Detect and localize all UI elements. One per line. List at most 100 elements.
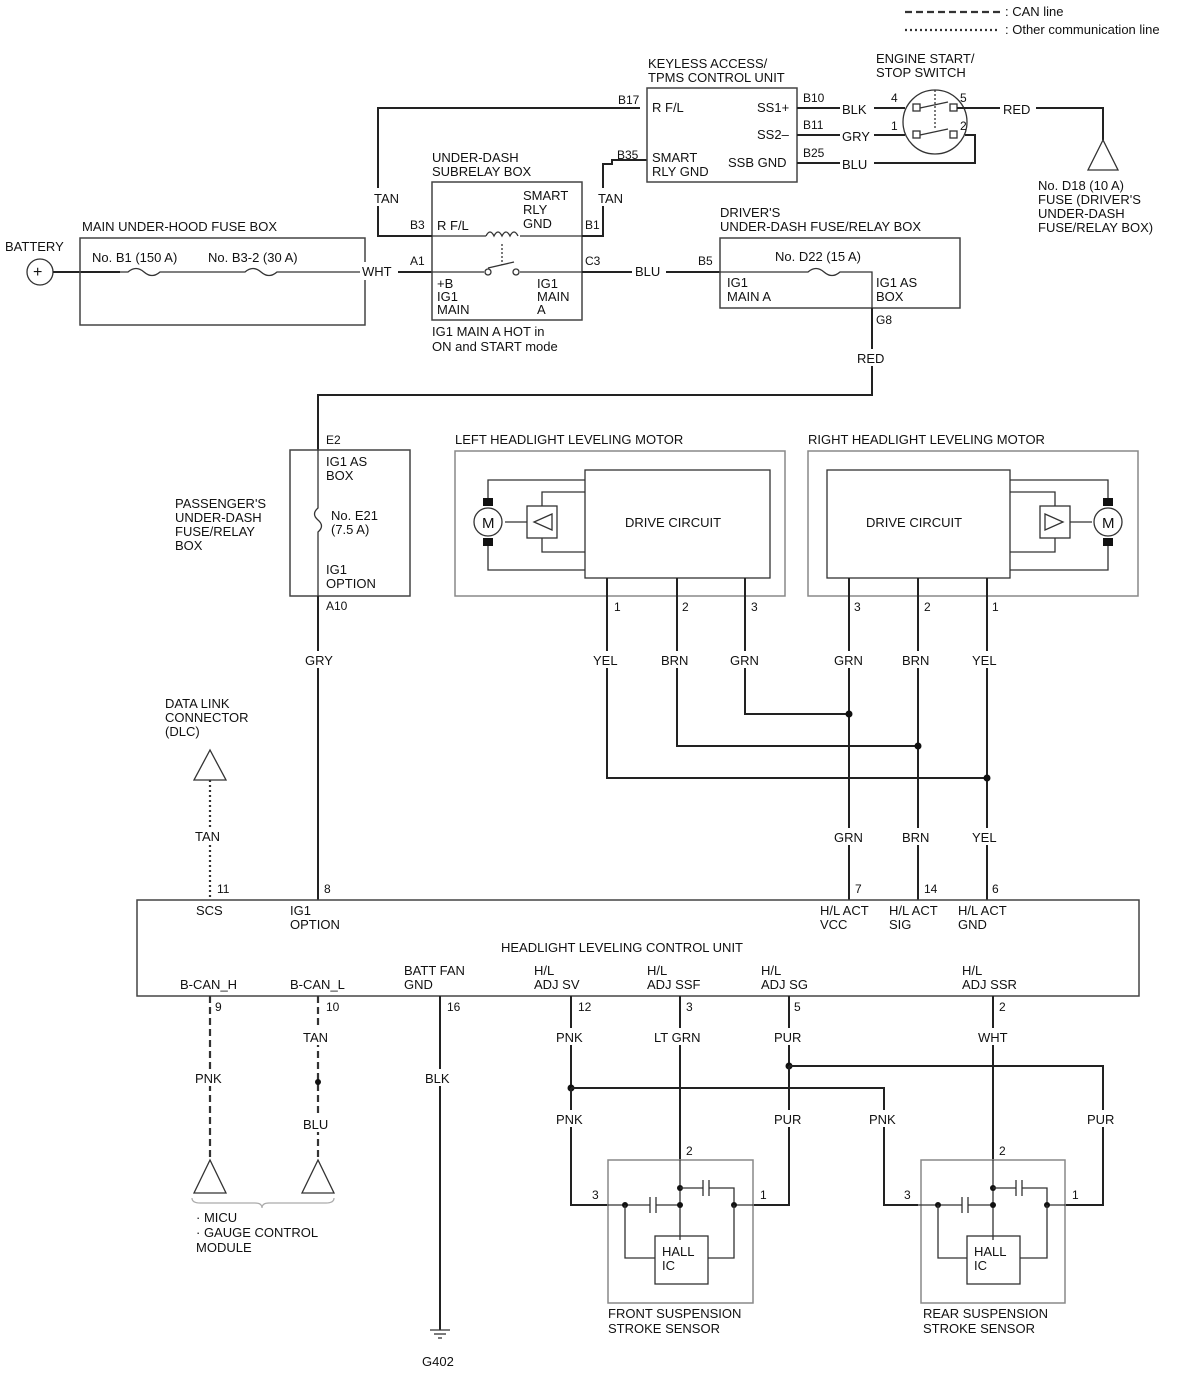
svg-text:11: 11 (217, 882, 230, 896)
svg-text:STOP SWITCH: STOP SWITCH (876, 65, 966, 80)
wire-blu-c3: BLU (635, 264, 660, 279)
wire-red-g8: RED (857, 351, 884, 366)
svg-text:B3: B3 (410, 218, 425, 232)
battery-label: BATTERY (5, 239, 64, 254)
svg-text:B11: B11 (803, 118, 824, 132)
wire-red-switch: RED (1003, 102, 1030, 117)
svg-text:B-CAN_H: B-CAN_H (180, 977, 237, 992)
front-hall-ic (654, 1235, 709, 1285)
fuse-b3-2-label: No. B3-2 (30 A) (208, 250, 298, 265)
drivers-under-dash-fuse-relay-box: DRIVER'S UNDER-DASH FUSE/RELAY BOX No. D… (719, 205, 961, 309)
right-headlight-leveling-motor: RIGHT HEADLIGHT LEVELING MOTOR DRIVE CIR… (807, 432, 1139, 597)
svg-text:WHT: WHT (362, 264, 392, 279)
dlc-terminal-icon (192, 748, 228, 781)
relay-switch-icon (487, 261, 515, 269)
svg-text:SIG: SIG (889, 917, 911, 932)
svg-text:1: 1 (891, 119, 898, 133)
svg-text:RLY GND: RLY GND (652, 164, 709, 179)
left-headlight-leveling-motor: LEFT HEADLIGHT LEVELING MOTOR DRIVE CIRC… (454, 432, 786, 597)
svg-text:R F/L: R F/L (437, 218, 469, 233)
svg-text:IG1: IG1 (437, 289, 458, 304)
svg-text:(DLC): (DLC) (165, 724, 200, 739)
svg-text:SMART: SMART (523, 188, 568, 203)
micu-terminal-icon-2 (300, 1158, 336, 1194)
wire-yel-unit: YEL (972, 830, 997, 845)
svg-text:3: 3 (854, 600, 861, 614)
front-suspension-stroke-sensor: 2 3 1 HALL IC FRONT SUSPENSION STROKE SE… (592, 1144, 767, 1336)
svg-text:ADJ SV: ADJ SV (534, 977, 580, 992)
svg-text:No. E21: No. E21 (331, 508, 378, 523)
rear-suspension-stroke-sensor: 2 3 1 HALL IC REAR SUSPENSION STROKE SEN… (904, 1144, 1079, 1336)
legend: : CAN line : Other communication line (905, 4, 1160, 37)
svg-text:7: 7 (855, 882, 862, 896)
svg-text:IG1: IG1 (290, 903, 311, 918)
wire-pnk-sv: PNK (556, 1030, 583, 1045)
svg-text:ENGINE START/: ENGINE START/ (876, 51, 975, 66)
svg-text:DRIVER'S: DRIVER'S (720, 205, 781, 220)
svg-text:STROKE SENSOR: STROKE SENSOR (923, 1321, 1035, 1336)
svg-text:2: 2 (924, 600, 931, 614)
svg-text:HEADLIGHT LEVELING CONTROL UNI: HEADLIGHT LEVELING CONTROL UNIT (501, 940, 743, 955)
svg-text:5: 5 (794, 1000, 801, 1014)
engine-start-stop-switch: ENGINE START/ STOP SWITCH 4 5 1 2 (876, 51, 975, 155)
right-motor-icon (1093, 507, 1123, 537)
svg-text:+: + (33, 264, 42, 281)
micu-gauge-module-label: · MICU · GAUGE CONTROL MODULE (196, 1210, 318, 1255)
svg-text:RLY: RLY (523, 202, 548, 217)
svg-text:UNDER-DASH: UNDER-DASH (175, 510, 262, 525)
svg-text:KEYLESS ACCESS/: KEYLESS ACCESS/ (648, 56, 768, 71)
wire-wht-ssr: WHT (978, 1030, 1008, 1045)
svg-text:FRONT SUSPENSION: FRONT SUSPENSION (608, 1306, 741, 1321)
svg-text:2: 2 (999, 1000, 1006, 1014)
wire-lt-grn: LT GRN (654, 1030, 700, 1045)
svg-text:DATA LINK: DATA LINK (165, 696, 230, 711)
svg-text:STROKE SENSOR: STROKE SENSOR (608, 1321, 720, 1336)
wire-grn-right: GRN (834, 653, 863, 668)
main-under-hood-fuse-box: MAIN UNDER-HOOD FUSE BOX No. B1 (150 A) … (79, 219, 366, 326)
fuse-d22-symbol (720, 267, 873, 308)
wire-tan-b1: TAN (598, 191, 623, 206)
svg-text:R F/L: R F/L (652, 100, 684, 115)
svg-text:MAIN: MAIN (537, 289, 570, 304)
svg-text:B35: B35 (617, 148, 639, 162)
svg-text:2: 2 (682, 600, 689, 614)
svg-text:A: A (537, 302, 546, 317)
fuse-e21-symbol (313, 450, 323, 596)
svg-text:BOX: BOX (876, 289, 904, 304)
svg-text:B10: B10 (803, 91, 825, 105)
svg-text:1: 1 (760, 1188, 767, 1202)
svg-text:CONNECTOR: CONNECTOR (165, 710, 249, 725)
data-link-connector: DATA LINK CONNECTOR (DLC) (165, 696, 249, 781)
svg-text:A10: A10 (326, 599, 348, 613)
wire-grn-left: GRN (730, 653, 759, 668)
under-dash-subrelay-box: UNDER-DASH SUBRELAY BOX R F/L SMART RLY … (431, 150, 583, 354)
svg-text:H/L: H/L (962, 963, 982, 978)
svg-text:14: 14 (924, 882, 938, 896)
svg-text:H/L ACT: H/L ACT (958, 903, 1007, 918)
svg-text:H/L ACT: H/L ACT (820, 903, 869, 918)
main-fuse-box-label: MAIN UNDER-HOOD FUSE BOX (82, 219, 277, 234)
wire-tan-scs: TAN (195, 829, 220, 844)
svg-text:B1: B1 (585, 218, 600, 232)
wire-yel-left: YEL (593, 653, 618, 668)
svg-text:IG1 MAIN A HOT in: IG1 MAIN A HOT in (432, 324, 544, 339)
svg-text:REAR SUSPENSION: REAR SUSPENSION (923, 1306, 1048, 1321)
relay-coil-icon (485, 231, 519, 238)
svg-text:UNDER-DASH: UNDER-DASH (432, 150, 519, 165)
svg-text:No. D18 (10 A): No. D18 (10 A) (1038, 178, 1124, 193)
svg-text:2: 2 (999, 1144, 1006, 1158)
main-fuses-symbol (120, 267, 365, 277)
svg-text:· GAUGE CONTROL: · GAUGE CONTROL (196, 1225, 318, 1240)
svg-text:HALL: HALL (974, 1244, 1007, 1259)
svg-text:H/L ACT: H/L ACT (889, 903, 938, 918)
svg-text:B5: B5 (698, 254, 713, 268)
svg-text:(7.5 A): (7.5 A) (331, 522, 369, 537)
svg-text:GND: GND (958, 917, 987, 932)
passengers-under-dash-fuse-relay-box: PASSENGER'S UNDER-DASH FUSE/RELAY BOX E2… (175, 433, 411, 597)
svg-text:IG1 AS: IG1 AS (326, 454, 368, 469)
svg-text:MAIN: MAIN (437, 302, 470, 317)
svg-text:GND: GND (404, 977, 433, 992)
svg-text:· MICU: · MICU (196, 1210, 237, 1225)
wire-brn-unit: BRN (902, 830, 929, 845)
